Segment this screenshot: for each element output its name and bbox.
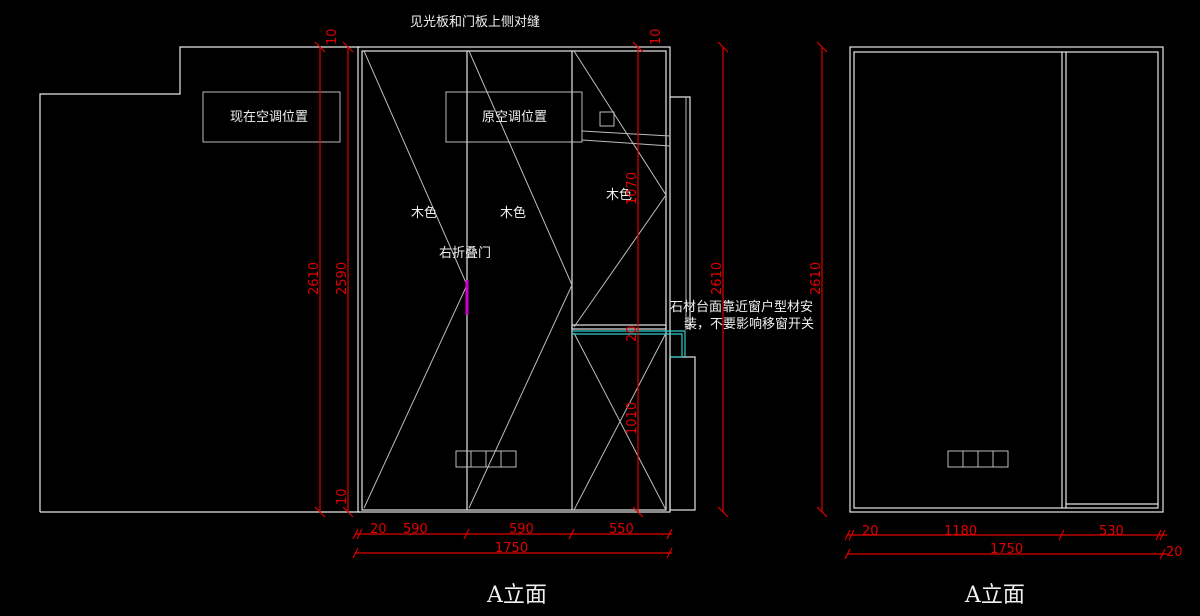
- wood-label: 木色: [411, 205, 437, 221]
- door-swing-middle: [468, 50, 573, 509]
- dim-text: 1750: [495, 541, 528, 556]
- dim-text: 550: [609, 522, 634, 537]
- folding-door-label: 右折叠门: [439, 246, 491, 261]
- stone-note: 装，不要影响移窗开关: [684, 316, 814, 332]
- wardrobe-inner: [853, 51, 1159, 509]
- door-swing-lower: [573, 332, 667, 511]
- cabinet-inner: [361, 50, 667, 511]
- dim-text: 20: [370, 522, 387, 537]
- dim-text: 590: [509, 522, 534, 537]
- wardrobe-outer: [849, 46, 1164, 513]
- wall-outline: [39, 46, 360, 512]
- socket-strip-left: [455, 450, 517, 468]
- original-ac-box: [445, 91, 583, 143]
- dim-text: 10: [325, 28, 340, 45]
- window-frame: [670, 96, 691, 330]
- dim-text: 20: [1166, 545, 1183, 560]
- stone-counter: [669, 356, 696, 511]
- cabinet-outer: [357, 46, 671, 513]
- dim-text: 20: [625, 325, 640, 342]
- stone-note: 石材台面靠近窗户型材安: [670, 299, 813, 315]
- pipe: [581, 130, 671, 137]
- pipe: [581, 139, 671, 147]
- original-ac-label: 原空调位置: [482, 110, 547, 125]
- dim-text: 2610: [710, 262, 725, 295]
- door-swing-left: [363, 50, 468, 509]
- wood-label: 木色: [500, 205, 526, 221]
- shelf: [571, 324, 667, 330]
- top-note: 见光板和门板上侧对缝: [410, 15, 540, 30]
- dim-ticks: [314, 41, 1166, 560]
- current-ac-label: 现在空调位置: [230, 110, 308, 125]
- dim-text: 530: [1099, 524, 1124, 539]
- socket-strip-right: [947, 450, 1009, 468]
- dim-text: 20: [862, 524, 879, 539]
- dim-text: 10: [649, 28, 664, 45]
- dim-text: 2610: [809, 262, 824, 295]
- dim-text: 1180: [944, 524, 977, 539]
- elevation-caption: A立面: [964, 583, 1025, 608]
- wood-label: 木色: [606, 187, 632, 203]
- counter-edge: [572, 333, 683, 358]
- counter-edge: [572, 330, 686, 357]
- dim-text: 2610: [307, 262, 322, 295]
- dim-text: 590: [403, 522, 428, 537]
- dim-text: 2590: [335, 262, 350, 295]
- current-ac-box: [202, 91, 341, 143]
- dim-text: 1010: [625, 402, 640, 435]
- dim-text: 1750: [990, 542, 1023, 557]
- dim-text: 1070: [625, 172, 640, 205]
- elevation-caption: A立面: [486, 583, 547, 608]
- socket-icon: [599, 111, 615, 127]
- dim-text: 10: [335, 488, 350, 505]
- door-swing-upper-right: [573, 50, 667, 328]
